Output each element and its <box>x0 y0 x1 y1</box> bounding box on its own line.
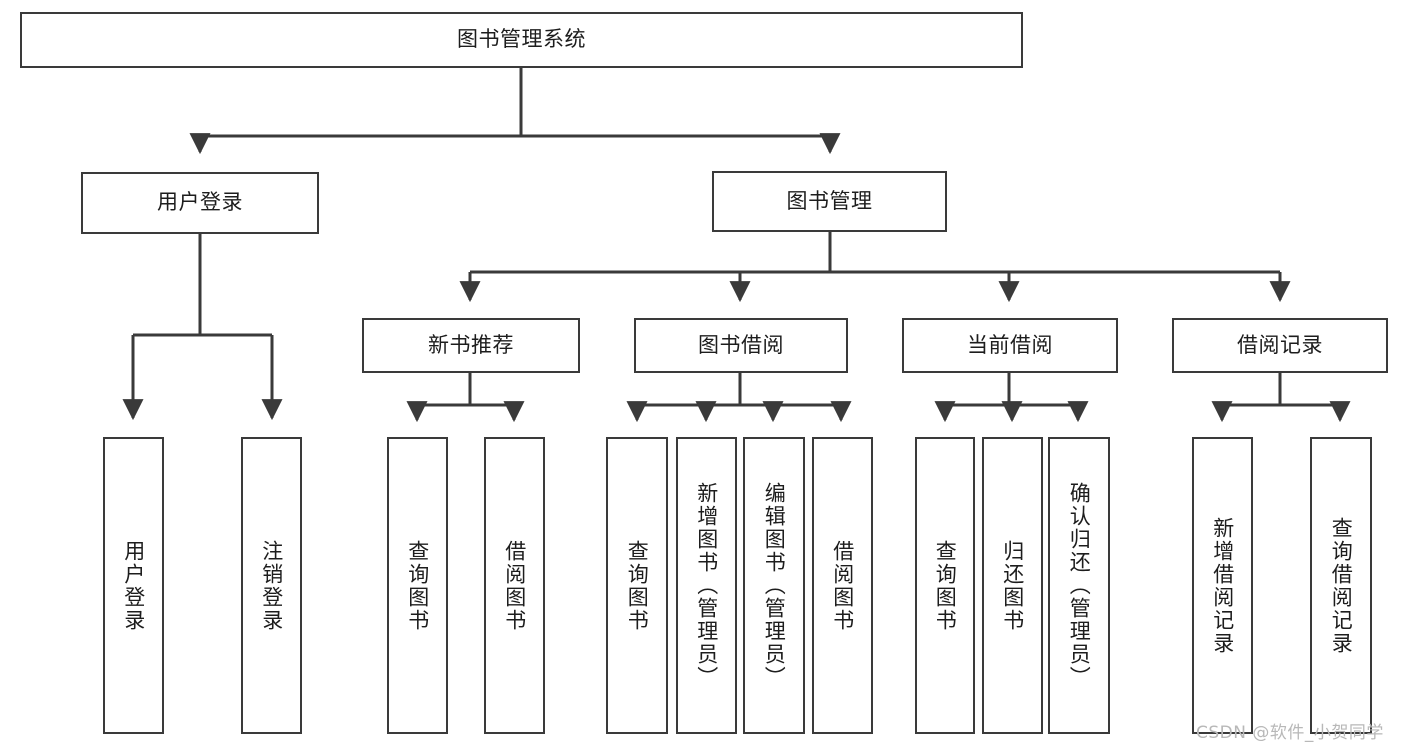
node-leaf-query-book-2[interactable]: 查询图书 <box>606 437 668 734</box>
watermark-label: CSDN @软件_小贺同学 <box>1196 723 1384 743</box>
node-label-leaf-confirm-return-admin: 确认归还（管理员） <box>1067 482 1092 689</box>
node-label-book-management: 图书管理 <box>786 188 873 213</box>
node-leaf-confirm-return-admin[interactable]: 确认归还（管理员） <box>1048 437 1110 734</box>
node-label-user-login: 用户登录 <box>157 190 243 215</box>
node-leaf-query-borrow-record[interactable]: 查询借阅记录 <box>1310 437 1372 734</box>
node-new-book-recommend[interactable]: 新书推荐 <box>362 318 580 373</box>
node-leaf-query-book-1[interactable]: 查询图书 <box>387 437 448 734</box>
node-label-book-borrow: 图书借阅 <box>698 332 784 357</box>
node-leaf-query-book-3[interactable]: 查询图书 <box>915 437 975 734</box>
node-book-borrow[interactable]: 图书借阅 <box>634 318 848 373</box>
node-borrow-record[interactable]: 借阅记录 <box>1172 318 1388 373</box>
node-book-management[interactable]: 图书管理 <box>712 171 947 232</box>
node-label-leaf-user-login: 用户登录 <box>121 539 146 632</box>
node-label-leaf-borrow-book-2: 借阅图书 <box>830 539 855 632</box>
node-leaf-user-logout[interactable]: 注销登录 <box>241 437 302 734</box>
node-label-borrow-record: 借阅记录 <box>1237 332 1323 357</box>
node-label-new-book-recommend: 新书推荐 <box>428 332 514 357</box>
node-label-leaf-return-book: 归还图书 <box>1000 539 1025 632</box>
node-label-leaf-query-book-2: 查询图书 <box>625 539 650 632</box>
node-label-current-borrow: 当前借阅 <box>967 332 1053 357</box>
node-current-borrow[interactable]: 当前借阅 <box>902 318 1118 373</box>
node-label-leaf-query-book-1: 查询图书 <box>405 539 430 632</box>
node-label-leaf-add-borrow-record: 新增借阅记录 <box>1210 516 1235 655</box>
node-leaf-add-borrow-record[interactable]: 新增借阅记录 <box>1192 437 1253 734</box>
node-root[interactable]: 图书管理系统 <box>20 12 1023 68</box>
node-label-leaf-add-book-admin: 新增图书（管理员） <box>694 482 719 689</box>
node-label-leaf-query-borrow-record: 查询借阅记录 <box>1329 516 1354 655</box>
node-leaf-borrow-book-2[interactable]: 借阅图书 <box>812 437 873 734</box>
node-leaf-user-login[interactable]: 用户登录 <box>103 437 164 734</box>
node-user-login[interactable]: 用户登录 <box>81 172 319 234</box>
node-leaf-add-book-admin[interactable]: 新增图书（管理员） <box>676 437 737 734</box>
node-leaf-return-book[interactable]: 归还图书 <box>982 437 1043 734</box>
node-label-root: 图书管理系统 <box>457 27 586 52</box>
node-leaf-borrow-book-1[interactable]: 借阅图书 <box>484 437 545 734</box>
node-label-leaf-user-logout: 注销登录 <box>259 539 284 632</box>
node-label-leaf-borrow-book-1: 借阅图书 <box>502 539 527 632</box>
node-leaf-edit-book-admin[interactable]: 编辑图书（管理员） <box>743 437 805 734</box>
node-label-leaf-edit-book-admin: 编辑图书（管理员） <box>762 482 787 689</box>
node-label-leaf-query-book-3: 查询图书 <box>933 539 958 632</box>
